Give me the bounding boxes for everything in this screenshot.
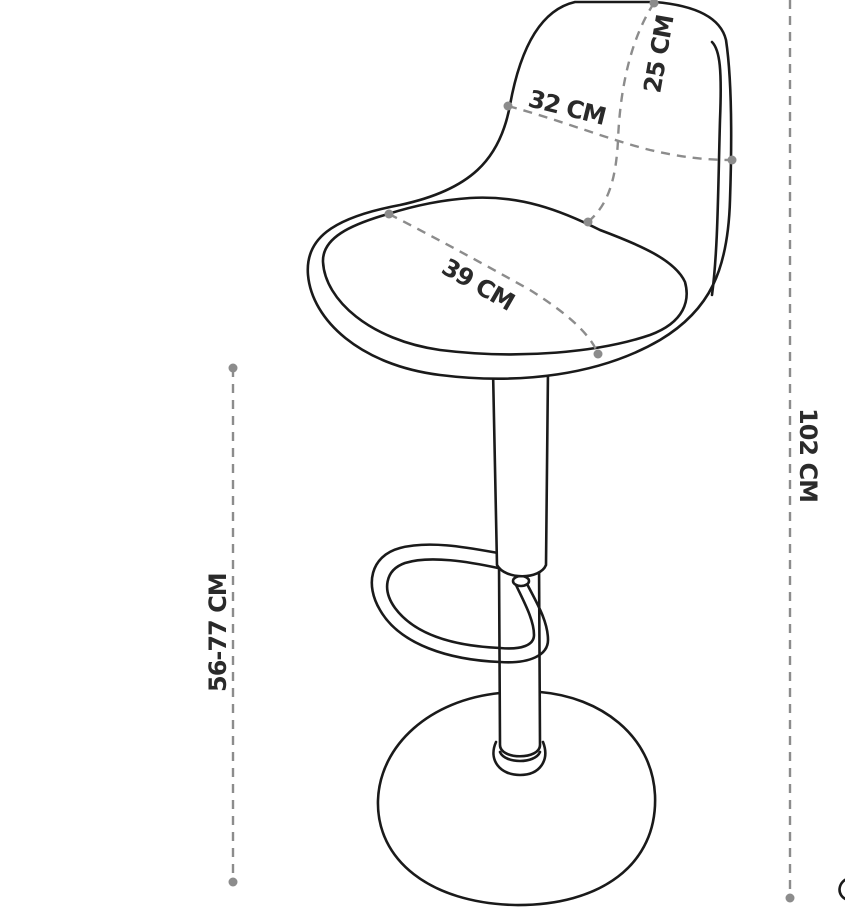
cropped-edge-glyph	[838, 878, 845, 900]
lower-column	[492, 558, 547, 777]
gas-lift-column	[491, 368, 550, 578]
round-base	[376, 690, 657, 907]
dimension-total-height: 102 CM	[785, 0, 822, 903]
label-102cm: 102 CM	[794, 408, 822, 502]
footrest-ring	[370, 543, 550, 664]
label-56-77cm: 56-77 CM	[204, 573, 232, 692]
dimension-seat-height: 56-77 CM	[204, 363, 238, 887]
